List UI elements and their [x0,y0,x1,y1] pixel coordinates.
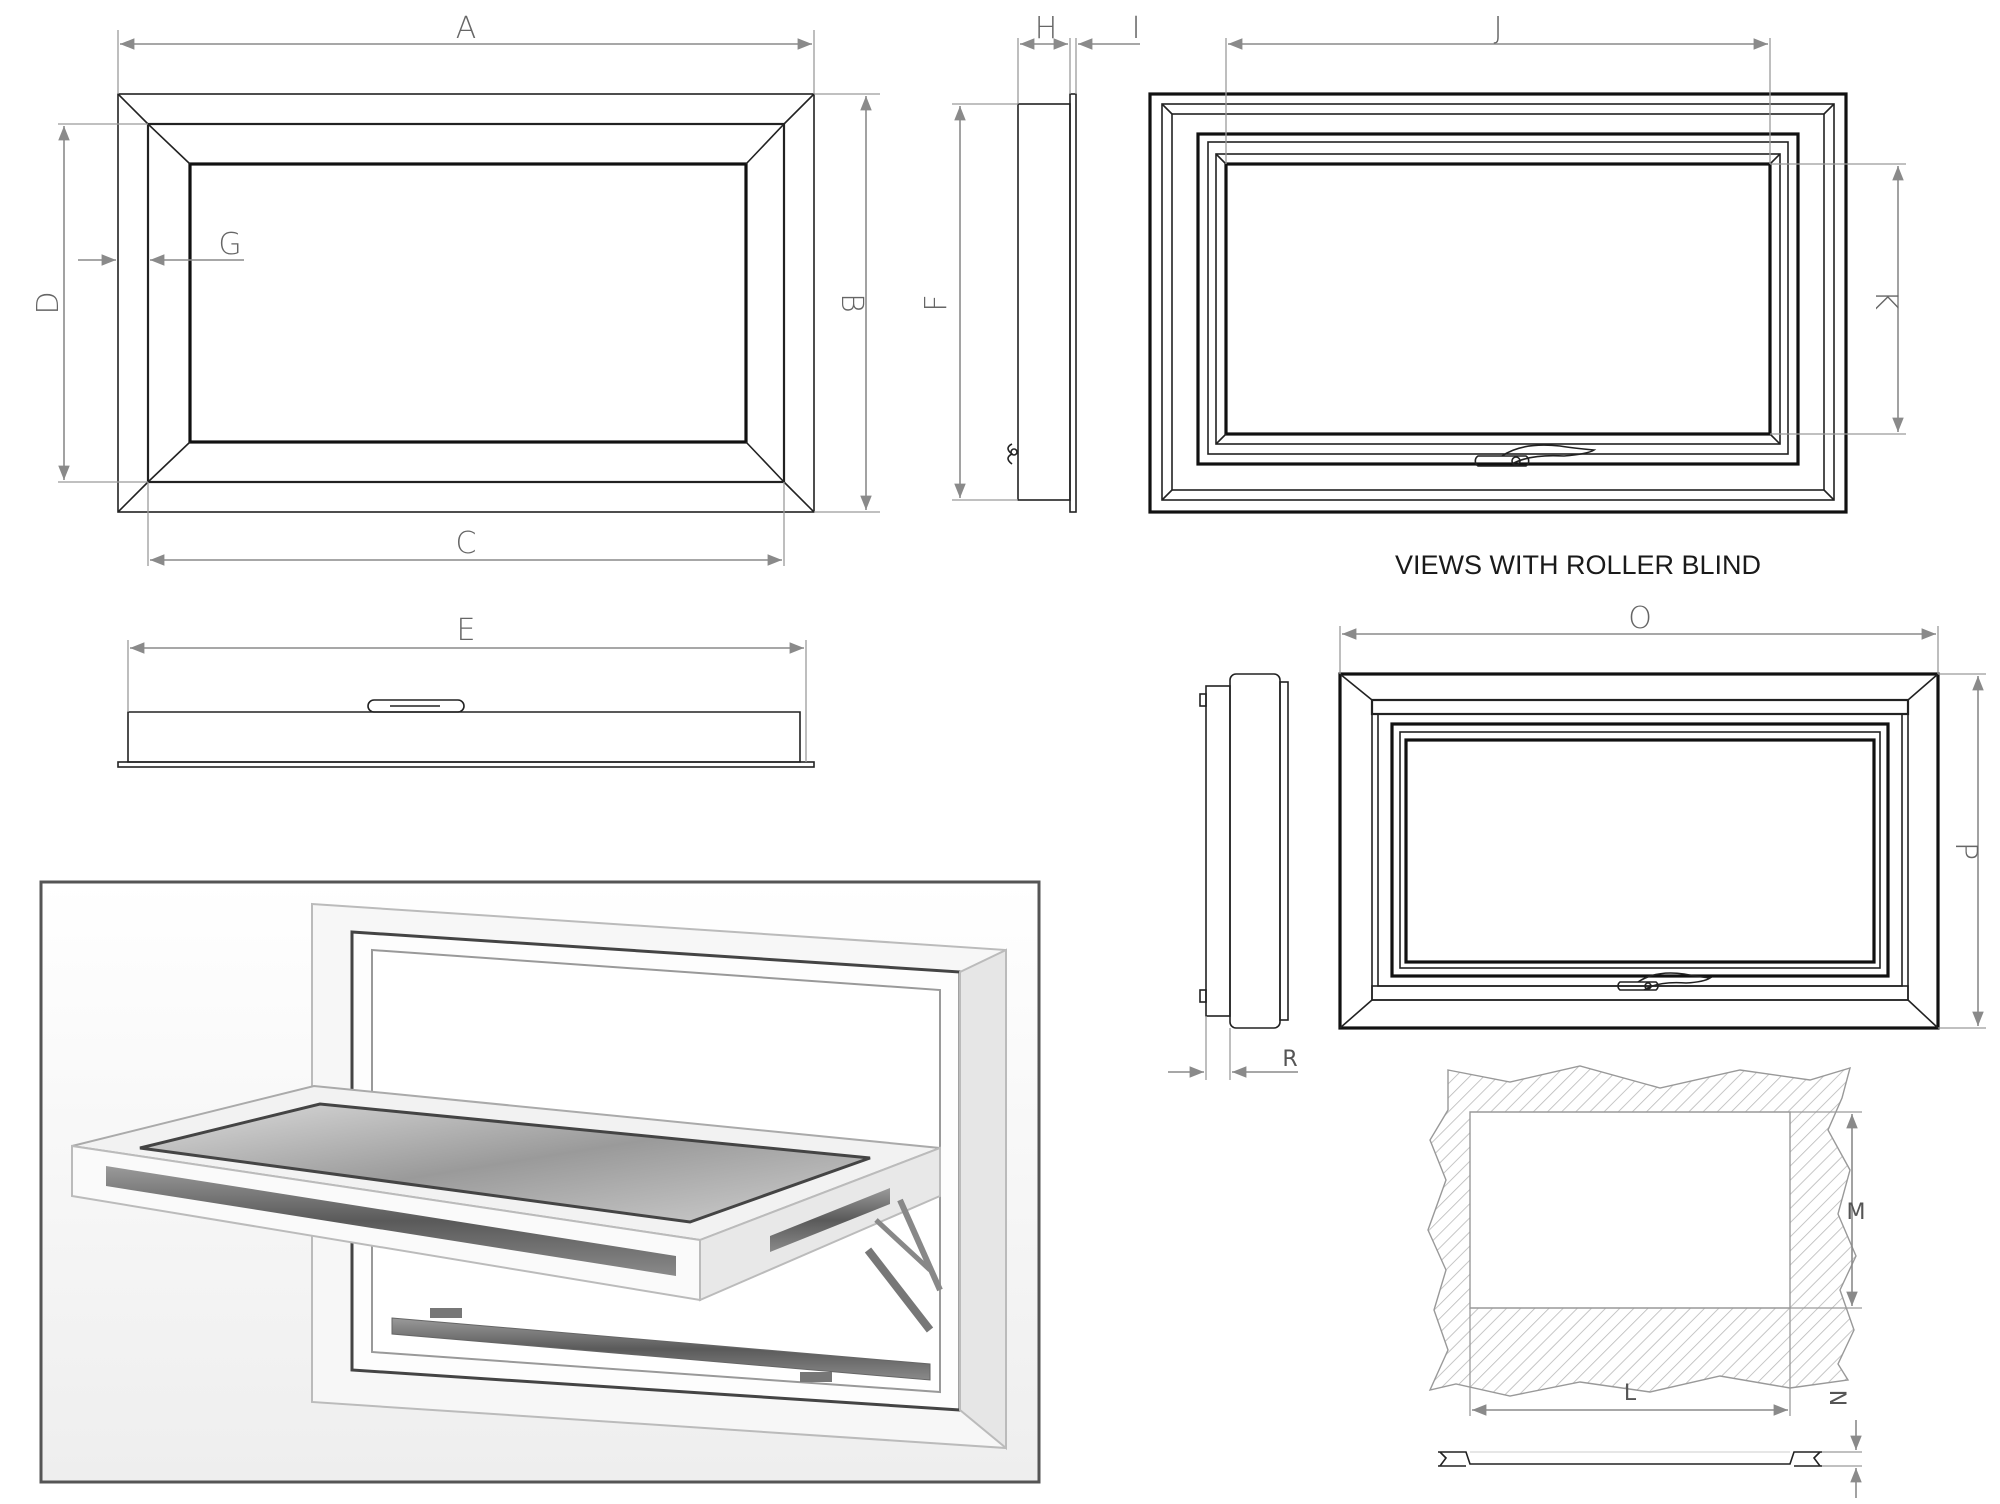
dimension-b: B [814,93,880,513]
dimension-h: H [1017,11,1071,104]
dimension-i: I [1075,11,1141,94]
handle-icon [1617,972,1713,991]
label-o: O [1628,601,1652,636]
roller-blind-side-view [1199,673,1289,1029]
dimension-p: P [1938,673,1986,1029]
front-view [117,93,815,513]
label-d: D [31,291,66,314]
dimension-g: G [78,227,244,266]
label-k: K [1868,290,1903,310]
side-view [1007,93,1077,513]
label-h: H [1035,11,1058,46]
product-render [39,880,1041,1484]
dimension-m: M [1790,1111,1866,1309]
label-i: I [1132,11,1141,46]
dimension-o: O [1339,601,1939,674]
label-a: A [456,11,477,46]
dimension-l: L [1469,1308,1791,1416]
dimension-j: J [1225,11,1771,164]
roller-blind-front-view [1338,672,1940,1030]
handle-icon [1474,444,1597,467]
plan-view [117,699,815,768]
wall-opening [1427,1065,1857,1397]
label-c: C [456,526,477,561]
dimension-k: K [1770,163,1906,435]
label-g: G [218,227,241,262]
label-r: R [1282,1047,1297,1072]
label-b: B [834,293,869,313]
dimension-f: F [919,103,1018,501]
label-m: M [1847,1200,1866,1225]
dimension-a: A [117,11,815,94]
label-p: P [1948,842,1983,860]
dimension-d: D [31,123,148,483]
dimension-r: R [1168,1016,1298,1080]
dimension-n: N [1822,1390,1862,1498]
wall-section [1438,1451,1822,1467]
front-view-hardware [1148,92,1848,514]
label-f: F [919,294,954,311]
caption-roller-blind: VIEWS WITH ROLLER BLIND [1395,550,1761,580]
label-j: J [1494,11,1503,46]
dimension-c: C [147,482,785,566]
label-l: L [1624,1381,1637,1406]
label-n: N [1824,1390,1849,1406]
dimension-e: E [127,613,807,762]
label-e: E [457,613,476,648]
